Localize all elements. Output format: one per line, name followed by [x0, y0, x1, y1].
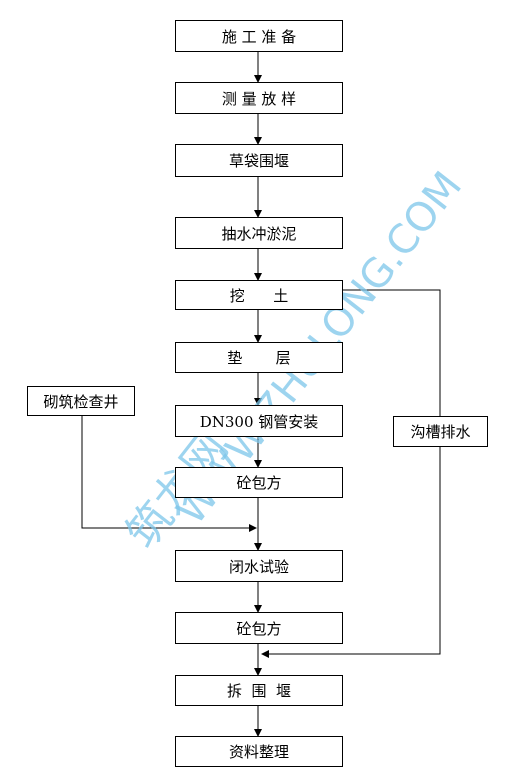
step-concrete-wrap-2: 砼包方	[175, 612, 343, 644]
step-cushion: 垫 层	[175, 342, 343, 373]
step-pump-silt: 抽水冲淤泥	[175, 217, 343, 249]
step-pipe-install: DN300 钢管安装	[175, 405, 343, 437]
side-trench-drainage: 沟槽排水	[393, 416, 488, 447]
step-sandbag-cofferdam: 草袋围堰	[175, 144, 343, 177]
step-survey: 测 量 放 样	[175, 82, 343, 114]
side-inspection-well: 砌筑检查井	[27, 386, 135, 416]
step-concrete-wrap-1: 砼包方	[175, 467, 343, 498]
step-excavate: 挖 土	[175, 280, 343, 310]
left-branch-connector	[81, 416, 257, 532]
step-closed-water-test: 闭水试验	[175, 550, 343, 582]
step-documentation: 资料整理	[175, 736, 343, 767]
step-remove-cofferdam: 拆 围 堰	[175, 675, 343, 706]
step-prepare: 施 工 准 备	[175, 20, 343, 52]
right-branch-connector	[261, 289, 441, 658]
